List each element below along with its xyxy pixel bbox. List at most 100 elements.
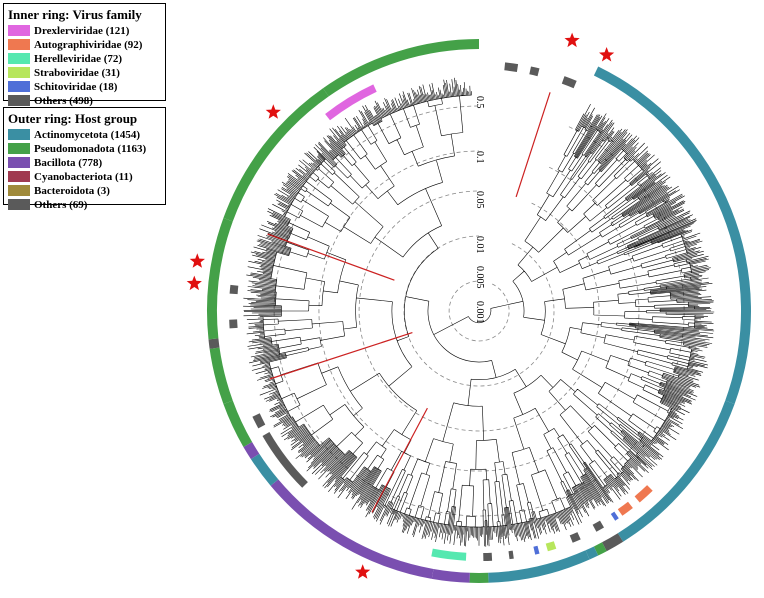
virus-family-item: Schitoviridae (18): [8, 80, 161, 93]
host-group-segment: [617, 400, 735, 542]
virus-family-item: Straboviridae (31): [8, 66, 161, 79]
scale-labels: 0.5 0.1 0.05 0.01 0.005 0.001: [474, 96, 485, 324]
scale-label: 0.001: [474, 301, 485, 324]
star-marker: [355, 564, 371, 579]
host-group-segment: [585, 546, 599, 560]
legend-virus-family-title: Inner ring: Virus family: [8, 7, 142, 22]
virus-family-item: Others (498): [8, 94, 161, 107]
virus-family-segment: [325, 84, 377, 121]
virus-family-swatch: [8, 53, 30, 64]
scale-circle: [358, 190, 600, 432]
host-group-swatch: [8, 185, 30, 196]
virus-family-segment: [617, 501, 633, 516]
virus-family-label: Others (498): [34, 94, 93, 107]
virus-family-segment: [561, 76, 577, 89]
virus-family-swatch: [8, 95, 30, 106]
virus-family-label: Straboviridae (31): [34, 66, 120, 79]
scale-label: 0.1: [474, 151, 485, 164]
host-group-item: Others (69): [8, 198, 161, 211]
host-group-item: Bacillota (778): [8, 156, 161, 169]
scale-label: 0.01: [474, 236, 485, 254]
virus-family-segment: [483, 552, 493, 561]
virus-family-segment: [252, 413, 266, 429]
host-group-swatch: [8, 199, 30, 210]
virus-family-segment: [569, 532, 581, 543]
virus-family-segment: [529, 66, 540, 77]
host-group-segment: [469, 572, 489, 583]
scale-label: 0.005: [474, 266, 485, 289]
host-group-swatch: [8, 143, 30, 154]
star-marker: [186, 275, 202, 291]
virus-family-segment: [634, 485, 653, 503]
star-markers: [186, 32, 615, 579]
host-group-segment: [593, 542, 607, 556]
scale-circle: [273, 105, 685, 517]
legend-virus-family: Inner ring: Virus family Drexlerviridae …: [3, 3, 166, 107]
host-group-label: Cyanobacteriota (11): [34, 170, 133, 183]
inner-ring-virus-family: [229, 62, 653, 561]
virus-family-segment: [229, 284, 239, 295]
virus-family-segment: [545, 541, 557, 552]
host-group-segment: [270, 479, 434, 579]
virus-family-segment: [508, 550, 514, 560]
scale-circle: [403, 235, 555, 387]
host-group-segment: [243, 442, 260, 460]
highlight-branch: [267, 92, 551, 513]
virus-family-item: Autographiviridae (92): [8, 38, 161, 51]
virus-family-swatch: [8, 39, 30, 50]
host-group-label: Pseudomonadota (1163): [34, 142, 147, 155]
star-marker: [599, 47, 615, 62]
branch-set: [243, 77, 715, 547]
scale-circle: [448, 280, 510, 342]
virus-family-segment: [229, 319, 238, 329]
virus-family-segment: [592, 520, 604, 532]
tree-branches: [243, 77, 715, 547]
virus-family-swatch: [8, 81, 30, 92]
virus-family-label: Schitoviridae (18): [34, 80, 118, 93]
star-marker: [189, 253, 205, 268]
virus-family-label: Herelleviridae (72): [34, 52, 123, 65]
host-group-segment: [207, 218, 233, 340]
legend-host-group: Outer ring: Host group Actinomycetota (1…: [3, 107, 166, 211]
host-group-label: Others (69): [34, 198, 88, 211]
host-group-label: Bacillota (778): [34, 156, 103, 169]
virus-family-swatch: [8, 25, 30, 36]
host-group-segment: [208, 338, 220, 349]
virus-family-segment: [610, 511, 619, 521]
virus-family-segment: [504, 62, 519, 72]
virus-family-segment: [533, 545, 540, 555]
host-group-segment: [323, 39, 479, 97]
host-group-swatch: [8, 129, 30, 140]
host-group-item: Bacteroidota (3): [8, 184, 161, 197]
virus-family-swatch: [8, 67, 30, 78]
scale-circle: [318, 150, 640, 472]
outer-ring-host-group: [207, 39, 751, 583]
scale-label: 0.05: [474, 191, 485, 209]
host-group-segment: [209, 347, 233, 404]
host-group-item: Cyanobacteriota (11): [8, 170, 161, 183]
star-marker: [564, 32, 580, 48]
host-group-segment: [250, 453, 279, 486]
host-group-segment: [488, 550, 590, 583]
virus-family-label: Drexlerviridae (121): [34, 24, 130, 37]
host-group-segment: [593, 66, 751, 404]
host-group-swatch: [8, 171, 30, 182]
host-group-item: Pseudomonadota (1163): [8, 142, 161, 155]
host-group-label: Actinomycetota (1454): [34, 128, 140, 141]
host-group-swatch: [8, 157, 30, 168]
host-group-segment: [223, 400, 253, 447]
star-marker: [265, 104, 281, 119]
virus-family-item: Herelleviridae (72): [8, 52, 161, 65]
virus-family-item: Drexlerviridae (121): [8, 24, 161, 37]
scale-label: 0.5: [474, 96, 485, 109]
virus-family-segment: [431, 548, 467, 561]
host-group-label: Bacteroidota (3): [34, 184, 110, 197]
host-group-segment: [602, 533, 624, 552]
host-group-item: Actinomycetota (1454): [8, 128, 161, 141]
host-group-segment: [223, 88, 329, 222]
virus-family-segment: [262, 432, 308, 488]
host-group-segment: [431, 569, 470, 583]
scale-circles: [273, 105, 685, 517]
virus-family-label: Autographiviridae (92): [34, 38, 143, 51]
